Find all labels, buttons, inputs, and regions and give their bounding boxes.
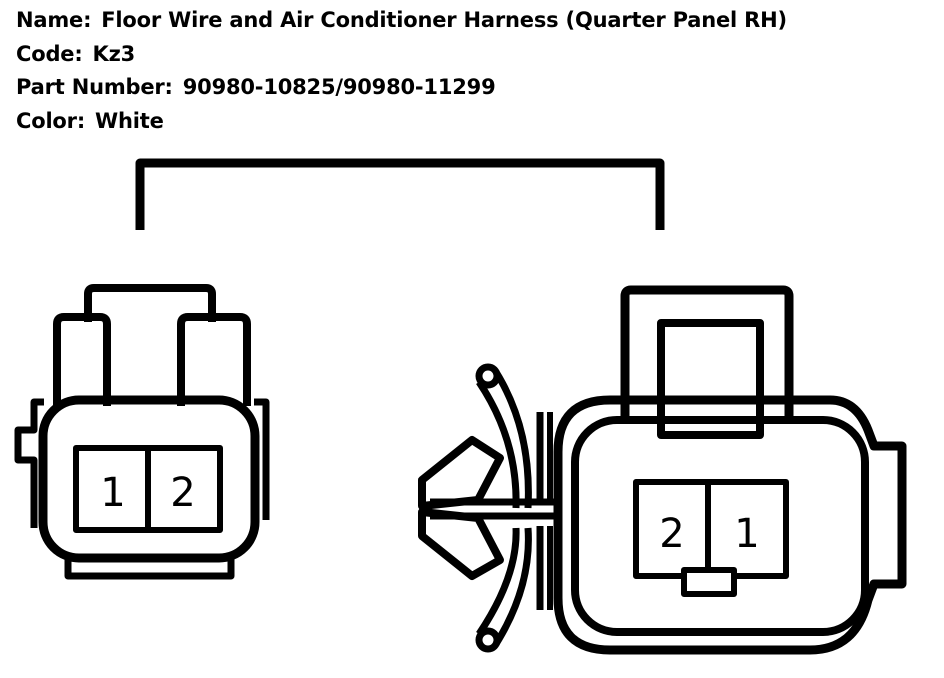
- female-pin-1-label: 1: [734, 511, 759, 557]
- color-label: Color:: [16, 108, 86, 133]
- name-label: Name:: [16, 8, 92, 32]
- male-connector-top-tab: [84, 284, 216, 322]
- female-connector-key: [681, 567, 737, 597]
- female-connector-inner-shell: [571, 416, 869, 636]
- male-connector-right-stub: [254, 398, 270, 520]
- male-connector-left-post: [53, 313, 111, 406]
- male-connector-left-stub: [14, 398, 44, 528]
- name-value: Floor Wire and Air Conditioner Harness (…: [101, 8, 787, 32]
- female-connector-top-latch: [620, 285, 794, 420]
- male-connector-bottom-rail: [64, 558, 235, 580]
- color-value: White: [95, 108, 164, 133]
- female-connector: [418, 285, 907, 655]
- code-row: Code: Kz3: [16, 38, 787, 72]
- male-pin-1-label: 1: [100, 470, 125, 516]
- connector-info: Name: Floor Wire and Air Conditioner Harn…: [16, 4, 787, 138]
- name-row: Name: Floor Wire and Air Conditioner Harn…: [16, 4, 787, 38]
- pairing-bracket: [135, 158, 665, 230]
- part-number-row: Part Number: 90980-10825/90980-11299: [16, 71, 787, 105]
- male-pin-2-label: 2: [170, 470, 195, 516]
- color-row: Color: White: [16, 105, 787, 139]
- male-connector: [14, 284, 270, 580]
- male-connector-right-post: [177, 313, 251, 406]
- code-label: Code:: [16, 41, 83, 66]
- code-value: Kz3: [92, 41, 136, 66]
- female-pin-2-label: 2: [659, 511, 684, 557]
- locking-clip: [418, 363, 560, 653]
- female-connector-latch-window: [657, 319, 764, 439]
- part-number-value: 90980-10825/90980-11299: [182, 75, 496, 99]
- female-connector-outer-shell: [553, 395, 907, 655]
- part-number-label: Part Number:: [16, 75, 173, 99]
- male-connector-housing: [38, 395, 260, 563]
